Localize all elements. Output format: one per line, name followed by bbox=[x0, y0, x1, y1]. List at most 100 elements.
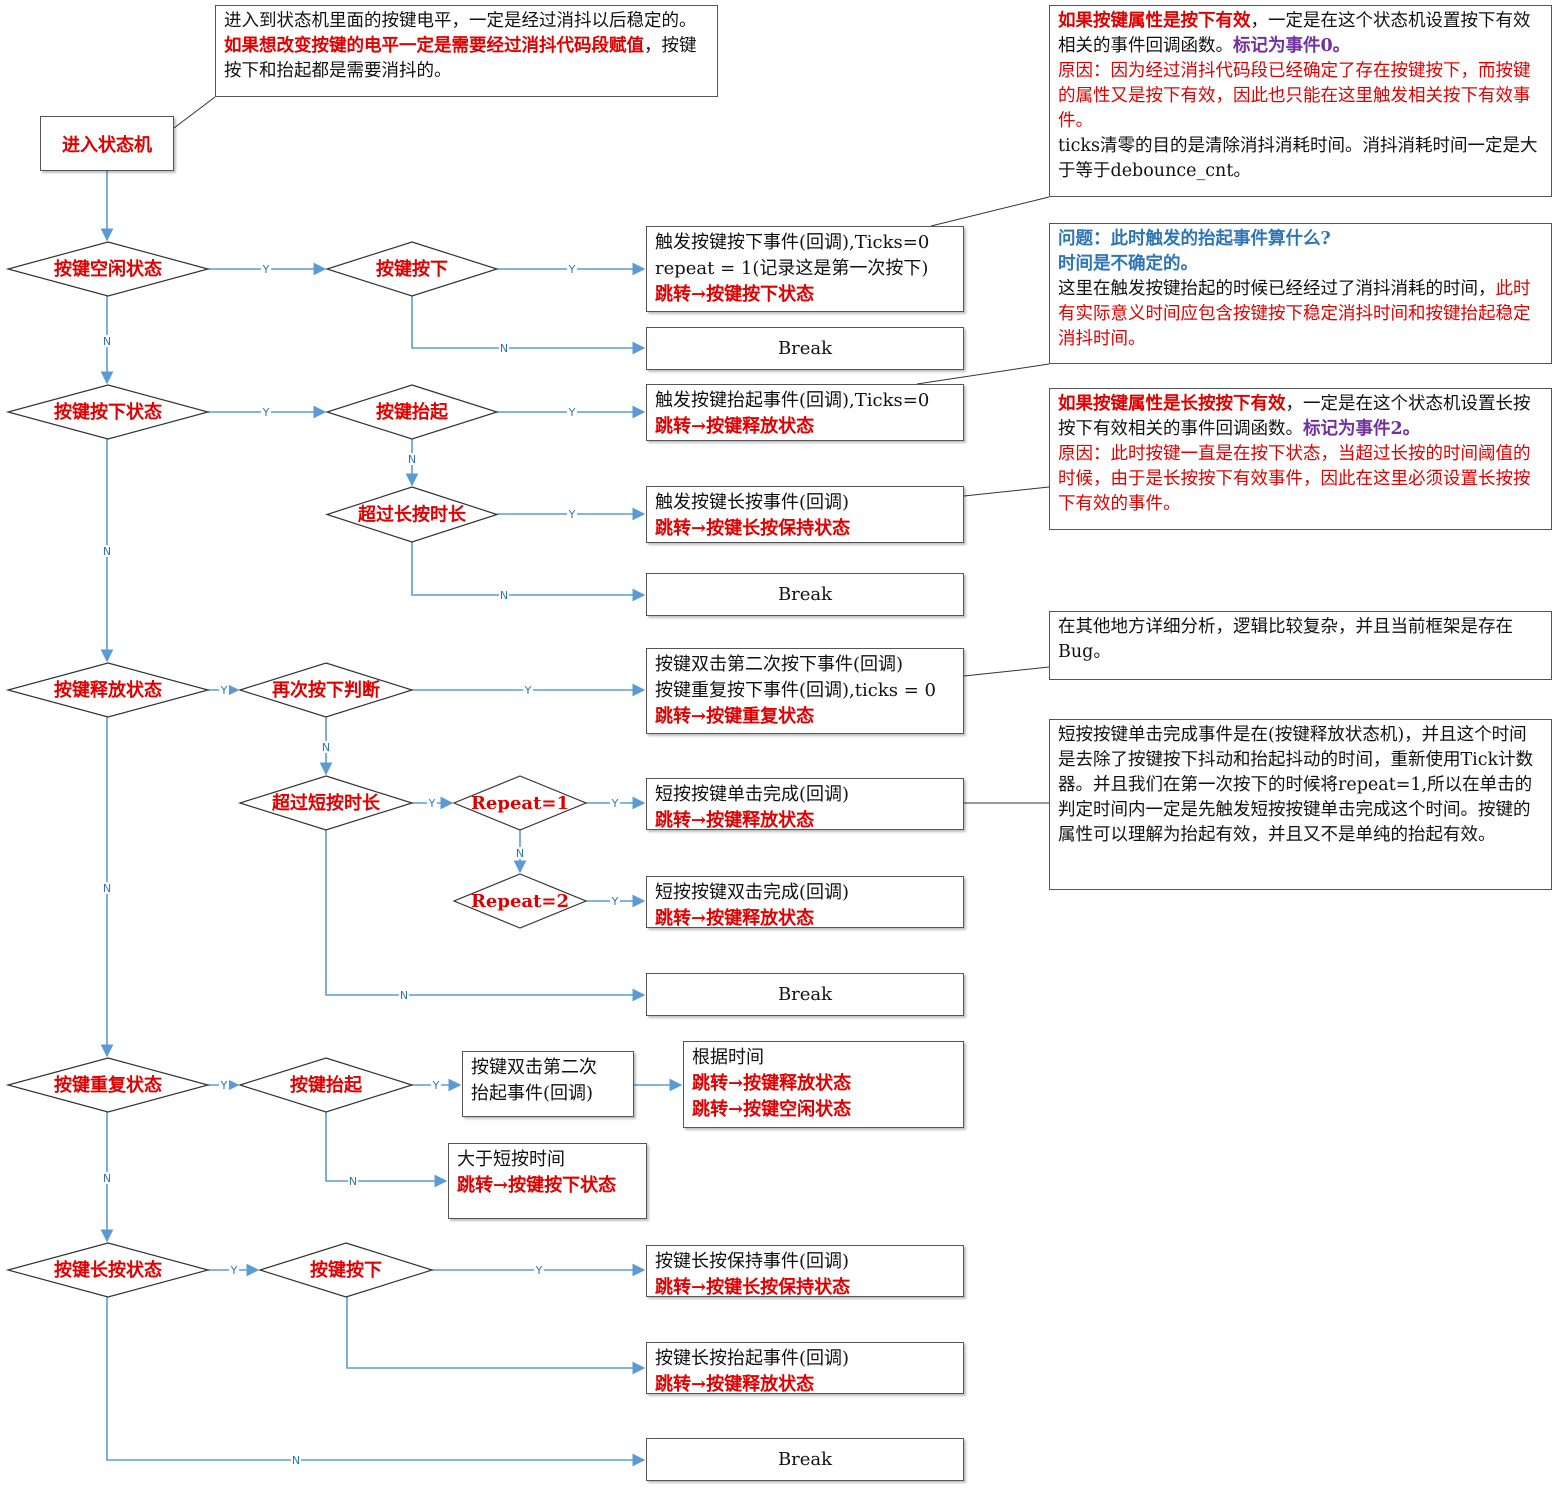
box-jump-line: 跳转→按键释放状态 bbox=[692, 1073, 852, 1094]
edge-label-bg bbox=[499, 342, 509, 354]
box-jump-line: 跳转→按键长按保持状态 bbox=[655, 518, 851, 539]
diamond-key-up-2 bbox=[237, 1057, 415, 1113]
box-jump-line: 跳转→按键释放状态 bbox=[655, 416, 815, 437]
edge-label-yes: Y bbox=[432, 1079, 440, 1092]
box-jump-line: 跳转→按键按下状态 bbox=[655, 284, 815, 305]
edge-label-yes: Y bbox=[262, 406, 270, 419]
edge-label-yes: Y bbox=[535, 1264, 543, 1277]
edge-label-yes: Y bbox=[230, 1264, 238, 1277]
edge-label-bg bbox=[610, 797, 620, 809]
edge-label-bg bbox=[102, 882, 112, 894]
note-tag: 标记为事件2。 bbox=[1303, 419, 1421, 439]
edge-label-no: N bbox=[400, 989, 408, 1002]
callout-lines bbox=[173, 96, 1050, 804]
edge-label-bg bbox=[229, 1264, 239, 1276]
diamond-repeat-1 bbox=[452, 775, 588, 831]
edge-label-no: N bbox=[103, 1172, 111, 1185]
edge-label-no: N bbox=[408, 453, 416, 466]
diamond-key-release-state bbox=[5, 662, 211, 718]
callout-line-1 bbox=[930, 196, 1050, 227]
edge-label-yes: Y bbox=[611, 895, 619, 908]
diamond-key-repeat-state bbox=[5, 1057, 211, 1113]
action-box-key-up-event: 触发按键抬起事件(回调),Ticks=0 跳转→按键释放状态 bbox=[646, 384, 964, 441]
diamond-key-idle-state-label: 按键空闲状态 bbox=[54, 258, 162, 280]
edge-label-bg bbox=[399, 989, 409, 1001]
diamond-key-long-state bbox=[5, 1242, 211, 1298]
edge-label-yes: Y bbox=[568, 406, 576, 419]
diamond-key-press-state-label: 按键按下状态 bbox=[54, 401, 162, 423]
edge-label-no: N bbox=[349, 1175, 357, 1188]
edge-label-bg bbox=[102, 1172, 112, 1184]
diamond-key-long-state-label: 按键长按状态 bbox=[54, 1259, 162, 1281]
edge-label-bg bbox=[291, 1454, 301, 1466]
note-text: ，一定是在这个状态机设置长按按下有效相关的事件回调函数。 bbox=[1058, 394, 1531, 439]
note-text: ，按键按下和抬起都是需要消抖的。 bbox=[224, 36, 697, 81]
edge-label-bg bbox=[567, 508, 577, 520]
diamond-repeat-1-label: Repeat=1 bbox=[471, 793, 569, 814]
diamond-over-long-press bbox=[325, 486, 499, 543]
box-line: 按键双击第二次 bbox=[471, 1057, 597, 1078]
edge-label-no: N bbox=[322, 741, 330, 754]
box-jump-line: 跳转→按键按下状态 bbox=[457, 1175, 617, 1196]
break-box: Break bbox=[646, 327, 964, 370]
note-reason: 原因：此时按键一直是在按下状态，当超过长按的时间阈值的时候，由于是长按按下有效事… bbox=[1058, 444, 1531, 514]
break-box: Break bbox=[646, 1438, 964, 1481]
edge-label-yes: Y bbox=[568, 508, 576, 521]
break-box: Break bbox=[646, 973, 964, 1016]
connector-28 bbox=[106, 1297, 646, 1467]
note-text: 这里在触发按键抬起的时候已经经过了消抖消耗的时间， bbox=[1058, 279, 1496, 299]
edge-label-bg bbox=[321, 741, 331, 753]
edge-label-bg bbox=[431, 1079, 441, 1091]
note-text: ，一定是在这个状态机设置按下有效相关的事件回调函数。 bbox=[1058, 11, 1531, 56]
edge-label-bg bbox=[348, 1175, 358, 1187]
edge-label-bg bbox=[219, 684, 229, 696]
diamond-press-again-label: 再次按下判断 bbox=[272, 679, 380, 701]
note-bug: 在其他地方详细分析，逻辑比较复杂，并且当前框架是存在Bug。 bbox=[1049, 611, 1552, 680]
decision-nodes: 按键空闲状态按键按下按键按下状态按键抬起超过长按时长按键释放状态再次按下判断超过… bbox=[5, 241, 588, 1298]
edge-label-no: N bbox=[103, 882, 111, 895]
box-line: 触发按键按下事件(回调),Ticks=0 bbox=[655, 232, 930, 253]
box-jump-line: 跳转→按键释放状态 bbox=[655, 908, 815, 929]
edge-label-bg bbox=[102, 545, 112, 557]
note-event-2: 如果按键属性是长按按下有效，一定是在这个状态机设置长按按下有效相关的事件回调函数… bbox=[1049, 388, 1552, 530]
diamond-key-up-1-label: 按键抬起 bbox=[376, 401, 449, 423]
edge-label-bg bbox=[610, 895, 620, 907]
action-box-long-release-event: 按键长按抬起事件(回调) 跳转→按键释放状态 bbox=[646, 1342, 964, 1395]
diamond-over-short-press-label: 超过短按时长 bbox=[272, 792, 381, 814]
diamond-repeat-2 bbox=[452, 873, 588, 929]
start-node: 进入状态机 bbox=[40, 116, 174, 171]
note-event-0: 如果按键属性是按下有效，一定是在这个状态机设置按下有效相关的事件回调函数。标记为… bbox=[1049, 5, 1552, 197]
diamond-key-up-2-label: 按键抬起 bbox=[290, 1074, 363, 1096]
action-box-double-click-release: 按键双击第二次 抬起事件(回调) bbox=[462, 1051, 634, 1117]
break-box: Break bbox=[646, 573, 964, 616]
diamond-over-short-press bbox=[237, 775, 415, 831]
connector-27 bbox=[346, 1297, 646, 1375]
box-line: 触发按键长按事件(回调) bbox=[655, 492, 850, 513]
note-text: 进入到状态机里面的按键电平，一定是经过消抖以后稳定的。 bbox=[224, 11, 697, 31]
action-box-key-down-event: 触发按键按下事件(回调),Ticks=0 repeat = 1(记录这是第一次按… bbox=[646, 226, 964, 312]
edge-label-no: N bbox=[103, 545, 111, 558]
box-jump-line: 跳转→按键重复状态 bbox=[655, 706, 815, 727]
box-line: 短按按键双击完成(回调) bbox=[655, 882, 850, 903]
box-line: 大于短按时间 bbox=[457, 1149, 565, 1170]
edge-label-bg bbox=[567, 263, 577, 275]
edge-label-bg bbox=[261, 263, 271, 275]
note-emphasis: 如果按键属性是长按按下有效 bbox=[1058, 394, 1286, 414]
edge-label-bg bbox=[523, 684, 533, 696]
edge-label-bg bbox=[102, 335, 112, 347]
diamond-key-down-1-label: 按键按下 bbox=[376, 258, 448, 280]
diamond-key-idle-state bbox=[5, 241, 211, 297]
box-line: 触发按键抬起事件(回调),Ticks=0 bbox=[655, 390, 930, 411]
box-jump-line: 跳转→按键释放状态 bbox=[655, 1374, 815, 1395]
action-box-double-click-done: 短按按键双击完成(回调) 跳转→按键释放状态 bbox=[646, 876, 964, 929]
diamond-key-down-2-label: 按键按下 bbox=[310, 1259, 382, 1281]
connector-18 bbox=[325, 830, 646, 1002]
note-release-question: 问题：此时触发的抬起事件算什么? 时间是不确定的。 这里在触发按键抬起的时候已经… bbox=[1049, 223, 1552, 364]
diamond-over-long-press-label: 超过长按时长 bbox=[358, 504, 467, 526]
diamond-key-up-1 bbox=[325, 384, 499, 440]
note-debounce: 进入到状态机里面的按键电平，一定是经过消抖以后稳定的。如果想改变按键的电平一定是… bbox=[215, 5, 718, 97]
note-tag: 标记为事件0。 bbox=[1233, 36, 1351, 56]
